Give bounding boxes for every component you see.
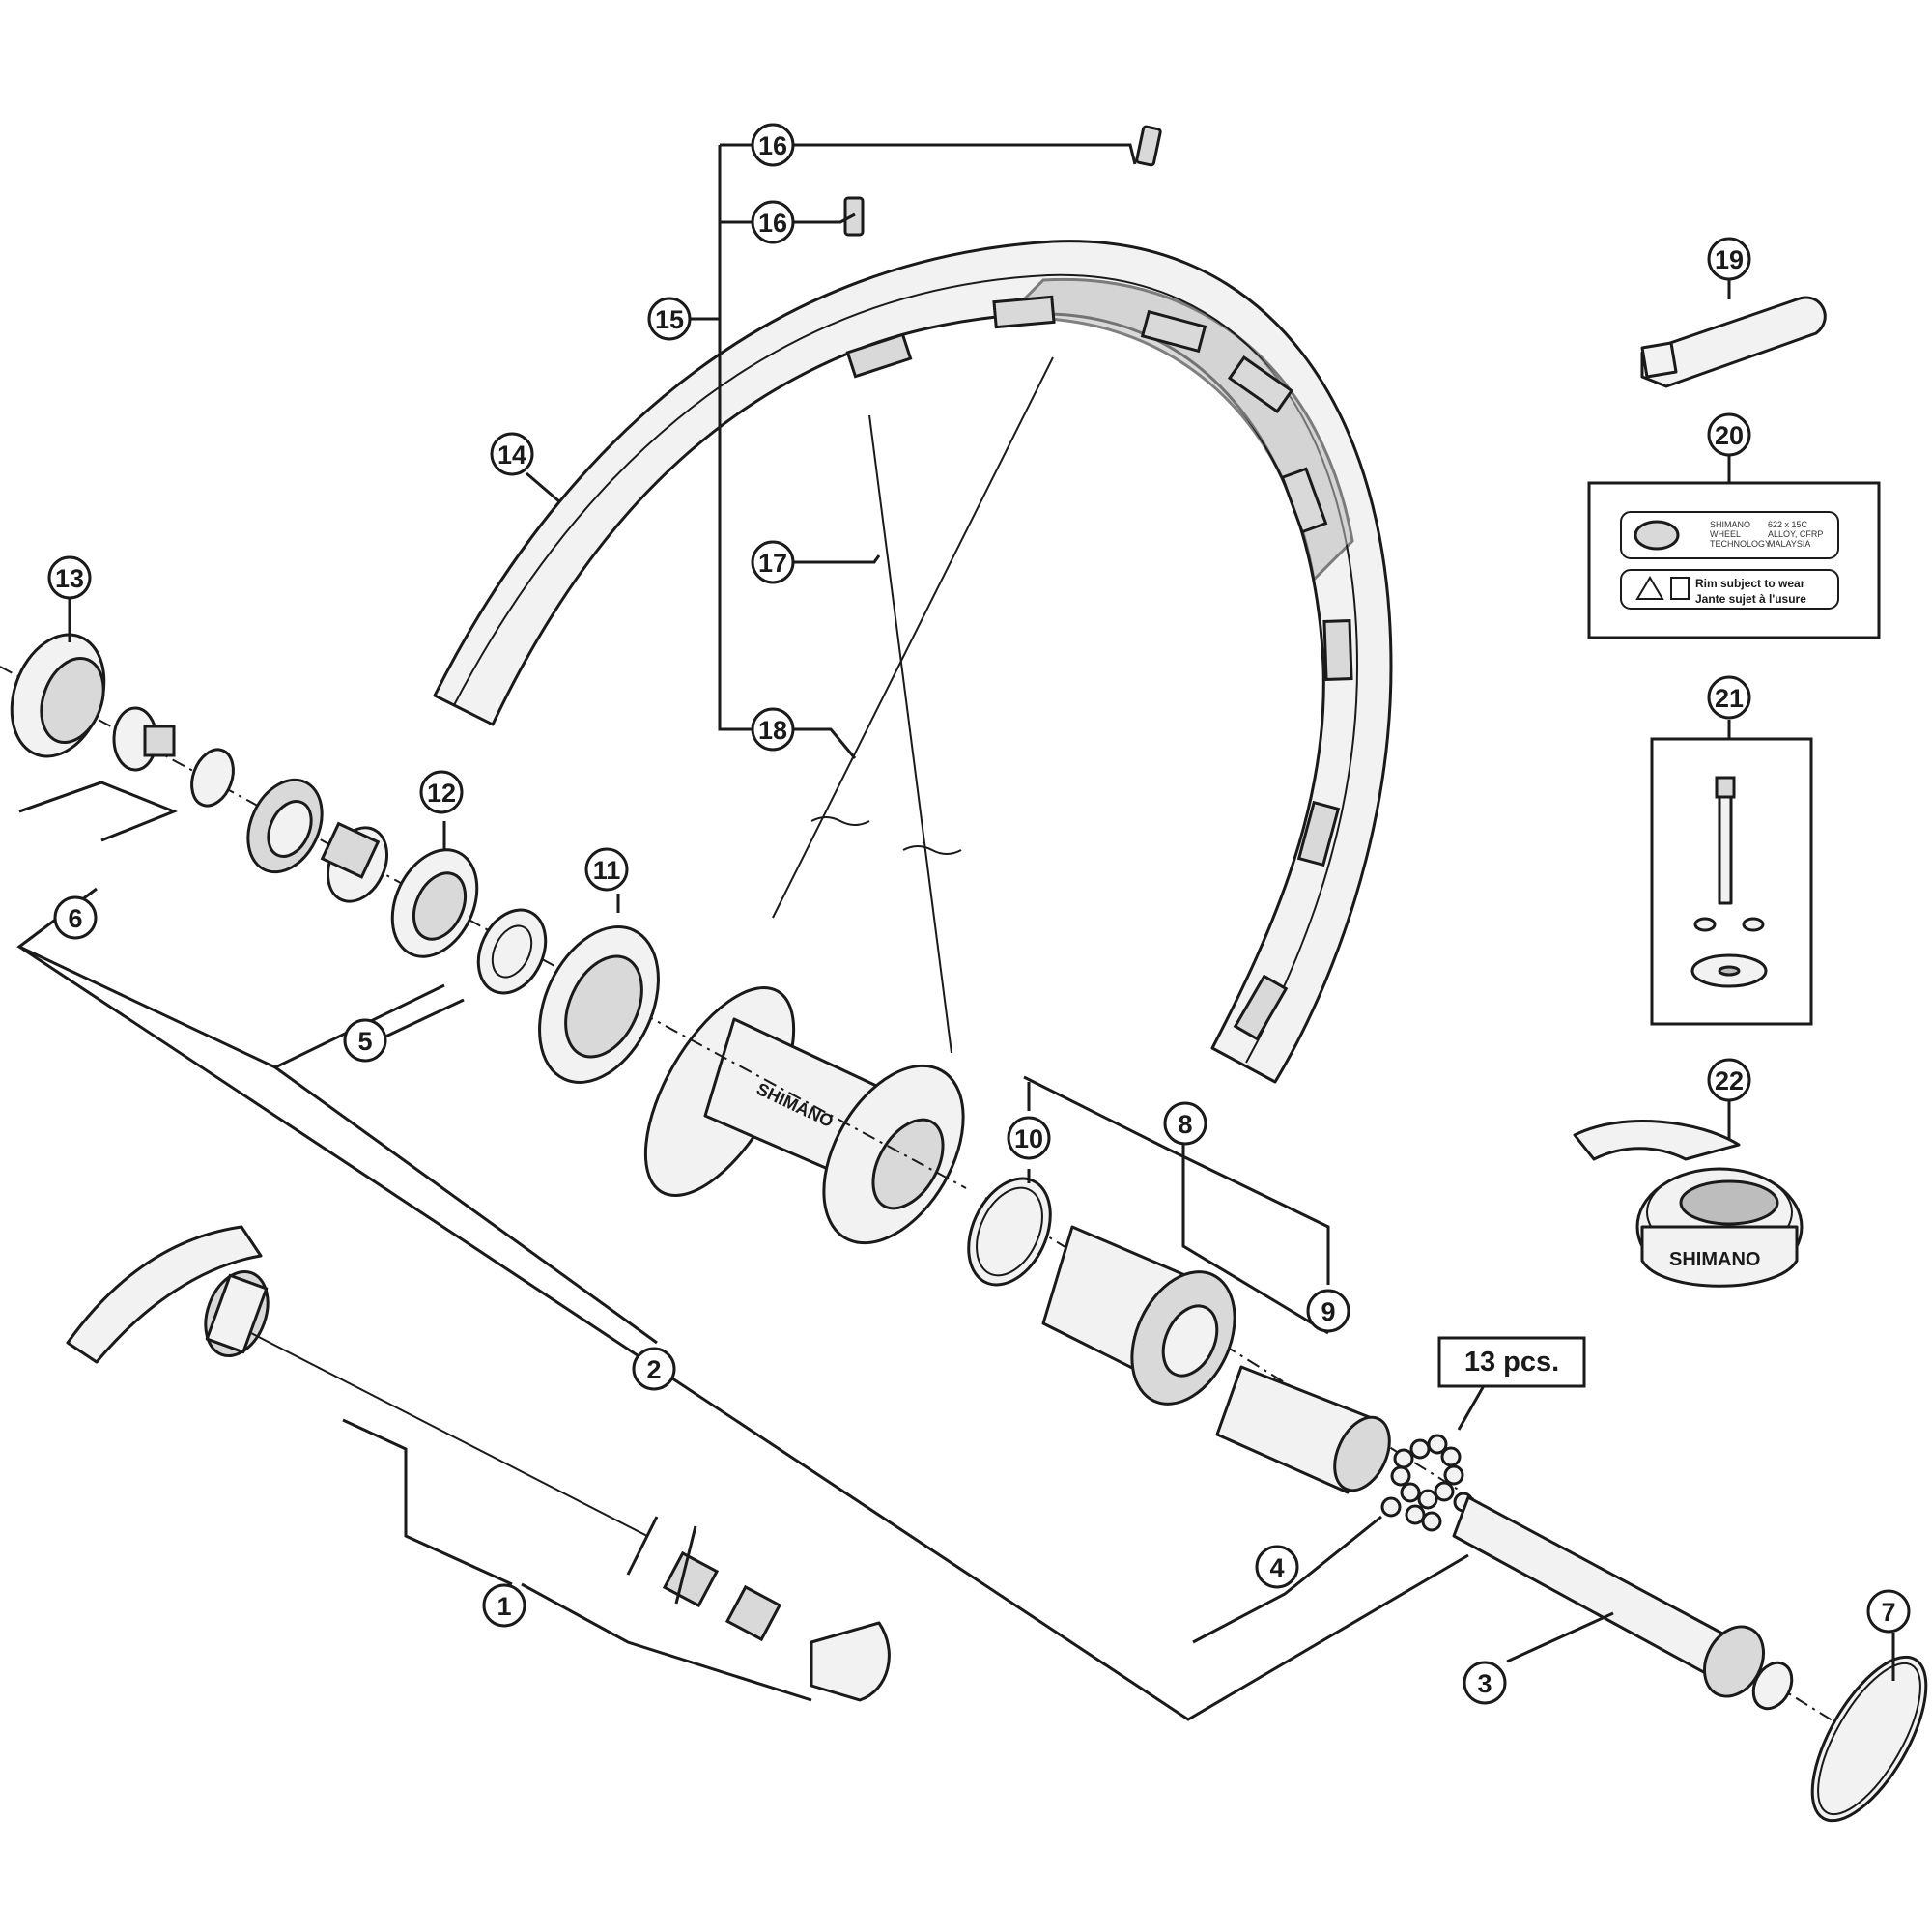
svg-text:16: 16 xyxy=(758,209,787,238)
rim-tape-roll: SHIMANO xyxy=(1573,1120,1804,1288)
callout-21: 21 xyxy=(1707,675,1751,720)
callout-11: 11 xyxy=(584,847,629,892)
quantity-note-box: 13 pcs. xyxy=(1437,1336,1586,1388)
cone xyxy=(320,821,388,903)
svg-text:1: 1 xyxy=(497,1592,511,1621)
dust-cap-12 xyxy=(390,848,479,958)
rim-label-brand-2: WHEEL xyxy=(1710,529,1741,539)
rim-tape-brand-text: SHIMANO xyxy=(1669,1249,1760,1270)
hub-axle xyxy=(1452,1495,1794,1711)
svg-text:14: 14 xyxy=(497,440,526,469)
callout-5: 5 xyxy=(343,1018,387,1063)
callout-10: 10 xyxy=(1007,1116,1051,1160)
svg-text:10: 10 xyxy=(1014,1124,1043,1153)
callout-2: 2 xyxy=(632,1347,676,1391)
callout-9: 9 xyxy=(1306,1289,1350,1333)
rim-label-brand-1: SHIMANO xyxy=(1710,520,1750,529)
svg-text:4: 4 xyxy=(1269,1553,1284,1582)
quick-release-spring-2 xyxy=(724,1584,782,1642)
spoke-nipple-upper xyxy=(1135,125,1162,167)
rim-label-sticker: SHIMANO WHEEL TECHNOLOGY 622 x 15C ALLOY… xyxy=(1587,481,1881,639)
callout-20: 20 xyxy=(1707,412,1751,457)
callout-12: 12 xyxy=(419,770,464,814)
callout-18: 18 xyxy=(751,707,795,752)
quantity-note-text: 13 pcs. xyxy=(1464,1347,1559,1378)
svg-text:21: 21 xyxy=(1715,684,1744,713)
callout-19: 19 xyxy=(1707,237,1751,281)
callout-17: 17 xyxy=(751,540,795,584)
rim-label-spec-2: ALLOY, CFRP xyxy=(1768,529,1823,539)
freehub-body xyxy=(1041,1225,1236,1406)
callout-16-upper: 16 xyxy=(751,123,795,167)
o-ring-7 xyxy=(1810,1655,1928,1823)
spoke-wrench xyxy=(1640,296,1827,388)
valve-extender-kit xyxy=(1650,737,1813,1026)
lock-ring-cap xyxy=(10,633,106,758)
svg-text:5: 5 xyxy=(357,1027,372,1056)
manual-book-icon xyxy=(1670,577,1690,600)
spoke-flange-disc-11 xyxy=(538,925,660,1084)
callout-8: 8 xyxy=(1163,1101,1208,1146)
callout-14: 14 xyxy=(490,432,534,476)
svg-text:3: 3 xyxy=(1477,1669,1492,1698)
hub-shell: SHIMANO xyxy=(643,986,965,1245)
quick-release-nut xyxy=(810,1621,891,1702)
svg-text:12: 12 xyxy=(427,779,456,808)
svg-text:16: 16 xyxy=(758,131,787,160)
rim-label-spec-1: 622 x 15C xyxy=(1768,520,1808,529)
svg-text:17: 17 xyxy=(758,549,787,578)
callout-13: 13 xyxy=(47,555,92,600)
rim-warning-line-2: Jante sujet à l'usure xyxy=(1695,592,1806,606)
rim xyxy=(433,240,1393,1084)
leader-lines xyxy=(16,143,1895,1721)
quick-release-lever xyxy=(66,1225,270,1364)
svg-text:19: 19 xyxy=(1715,245,1744,274)
spacer-ring-10 xyxy=(967,1177,1052,1287)
rim-warning-line-1: Rim subject to wear xyxy=(1695,577,1805,590)
adjusting-ring xyxy=(246,778,324,874)
callout-1: 1 xyxy=(482,1583,526,1628)
svg-text:7: 7 xyxy=(1881,1598,1895,1627)
rim-label-spec-3: MALAYSIA xyxy=(1768,539,1810,549)
washer-small xyxy=(190,748,235,808)
svg-text:22: 22 xyxy=(1715,1066,1744,1095)
rim-label-brand-3: TECHNOLOGY xyxy=(1710,539,1771,549)
callout-3: 3 xyxy=(1463,1661,1507,1705)
freehub-axle-sleeve xyxy=(1215,1365,1391,1494)
callout-15: 15 xyxy=(647,297,692,341)
svg-text:18: 18 xyxy=(758,716,787,745)
warning-triangle-icon xyxy=(1635,576,1664,600)
quick-release-skewer xyxy=(250,1332,648,1537)
spokes xyxy=(772,356,1054,1054)
svg-text:15: 15 xyxy=(655,305,684,334)
callout-4: 4 xyxy=(1255,1545,1299,1589)
callout-7: 7 xyxy=(1866,1589,1911,1634)
svg-text:11: 11 xyxy=(593,856,621,885)
svg-text:8: 8 xyxy=(1178,1110,1192,1139)
ball-bearings xyxy=(1380,1434,1474,1532)
callout-22: 22 xyxy=(1707,1058,1751,1102)
bearing-retainer-5 xyxy=(476,908,548,995)
cone-nut xyxy=(112,706,176,772)
callout-6: 6 xyxy=(53,895,98,940)
svg-text:2: 2 xyxy=(646,1355,661,1384)
svg-text:9: 9 xyxy=(1321,1297,1335,1326)
svg-text:13: 13 xyxy=(55,564,84,593)
quick-release-spring-1 xyxy=(662,1550,720,1608)
svg-text:20: 20 xyxy=(1715,421,1744,450)
svg-text:6: 6 xyxy=(68,904,82,933)
callout-16-lower: 16 xyxy=(751,200,795,244)
